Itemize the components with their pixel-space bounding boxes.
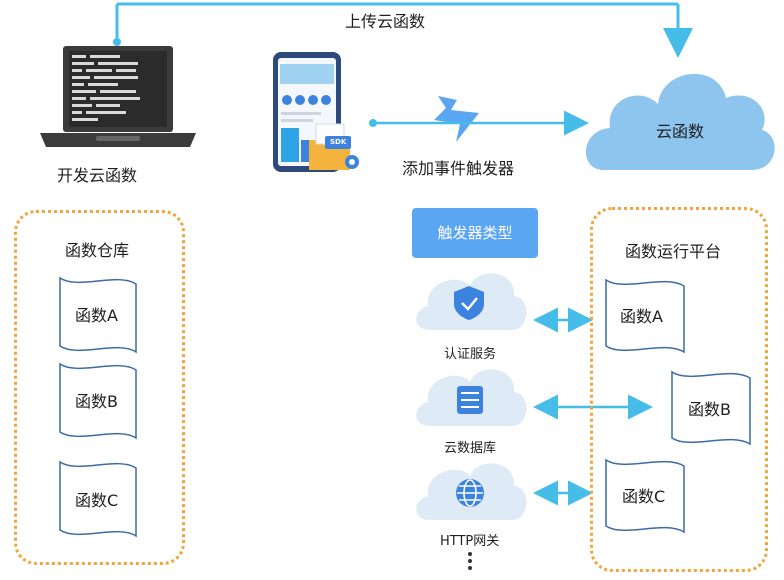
http-gateway-cloud-icon — [416, 463, 527, 520]
platform-doc-c — [605, 458, 685, 534]
repo-docs — [59, 276, 137, 538]
platform-function-c[interactable]: 函数C — [622, 487, 666, 506]
lightning-icon — [434, 96, 479, 142]
platform-function-b[interactable]: 函数B — [688, 400, 731, 419]
function-platform-box: 函数运行平台 — [590, 207, 768, 572]
repo-doc-b — [59, 362, 137, 440]
auth-cloud-icon — [416, 273, 527, 330]
repo-function-b[interactable]: 函数B — [75, 392, 118, 411]
repo-doc-a — [59, 276, 137, 354]
upload-label: 上传云函数 — [345, 12, 426, 31]
sdk-folder-icon — [309, 123, 359, 170]
add-trigger-label: 添加事件触发器 — [402, 159, 515, 178]
trigger-auth-label[interactable]: 认证服务 — [444, 347, 497, 362]
more-dots — [468, 552, 472, 570]
repo-function-a[interactable]: 函数A — [75, 306, 118, 325]
function-platform-title: 函数运行平台 — [625, 242, 722, 261]
function-repo-title: 函数仓库 — [65, 241, 130, 260]
function-repo-box: 函数仓库 — [14, 210, 185, 565]
database-cloud-icon — [416, 369, 527, 426]
develop-label: 开发云函数 — [57, 166, 138, 185]
trigger-http-label[interactable]: HTTP网关 — [440, 534, 500, 549]
platform-docs — [605, 278, 751, 534]
platform-doc-b — [671, 370, 751, 446]
trigger-type-box: 触发器类型 — [412, 208, 538, 258]
upload-connector — [113, 2, 693, 58]
repo-function-c[interactable]: 函数C — [75, 491, 119, 510]
cloud-function-label: 云函数 — [656, 122, 705, 141]
platform-function-a[interactable]: 函数A — [620, 307, 663, 326]
laptop-icon — [40, 46, 196, 147]
sdk-label: SDK — [330, 138, 347, 146]
platform-doc-a — [605, 278, 685, 354]
cloud-function-icon — [585, 73, 775, 170]
trigger-database-label[interactable]: 云数据库 — [444, 441, 497, 456]
repo-doc-c — [59, 460, 137, 538]
trigger-arrow — [369, 110, 589, 136]
